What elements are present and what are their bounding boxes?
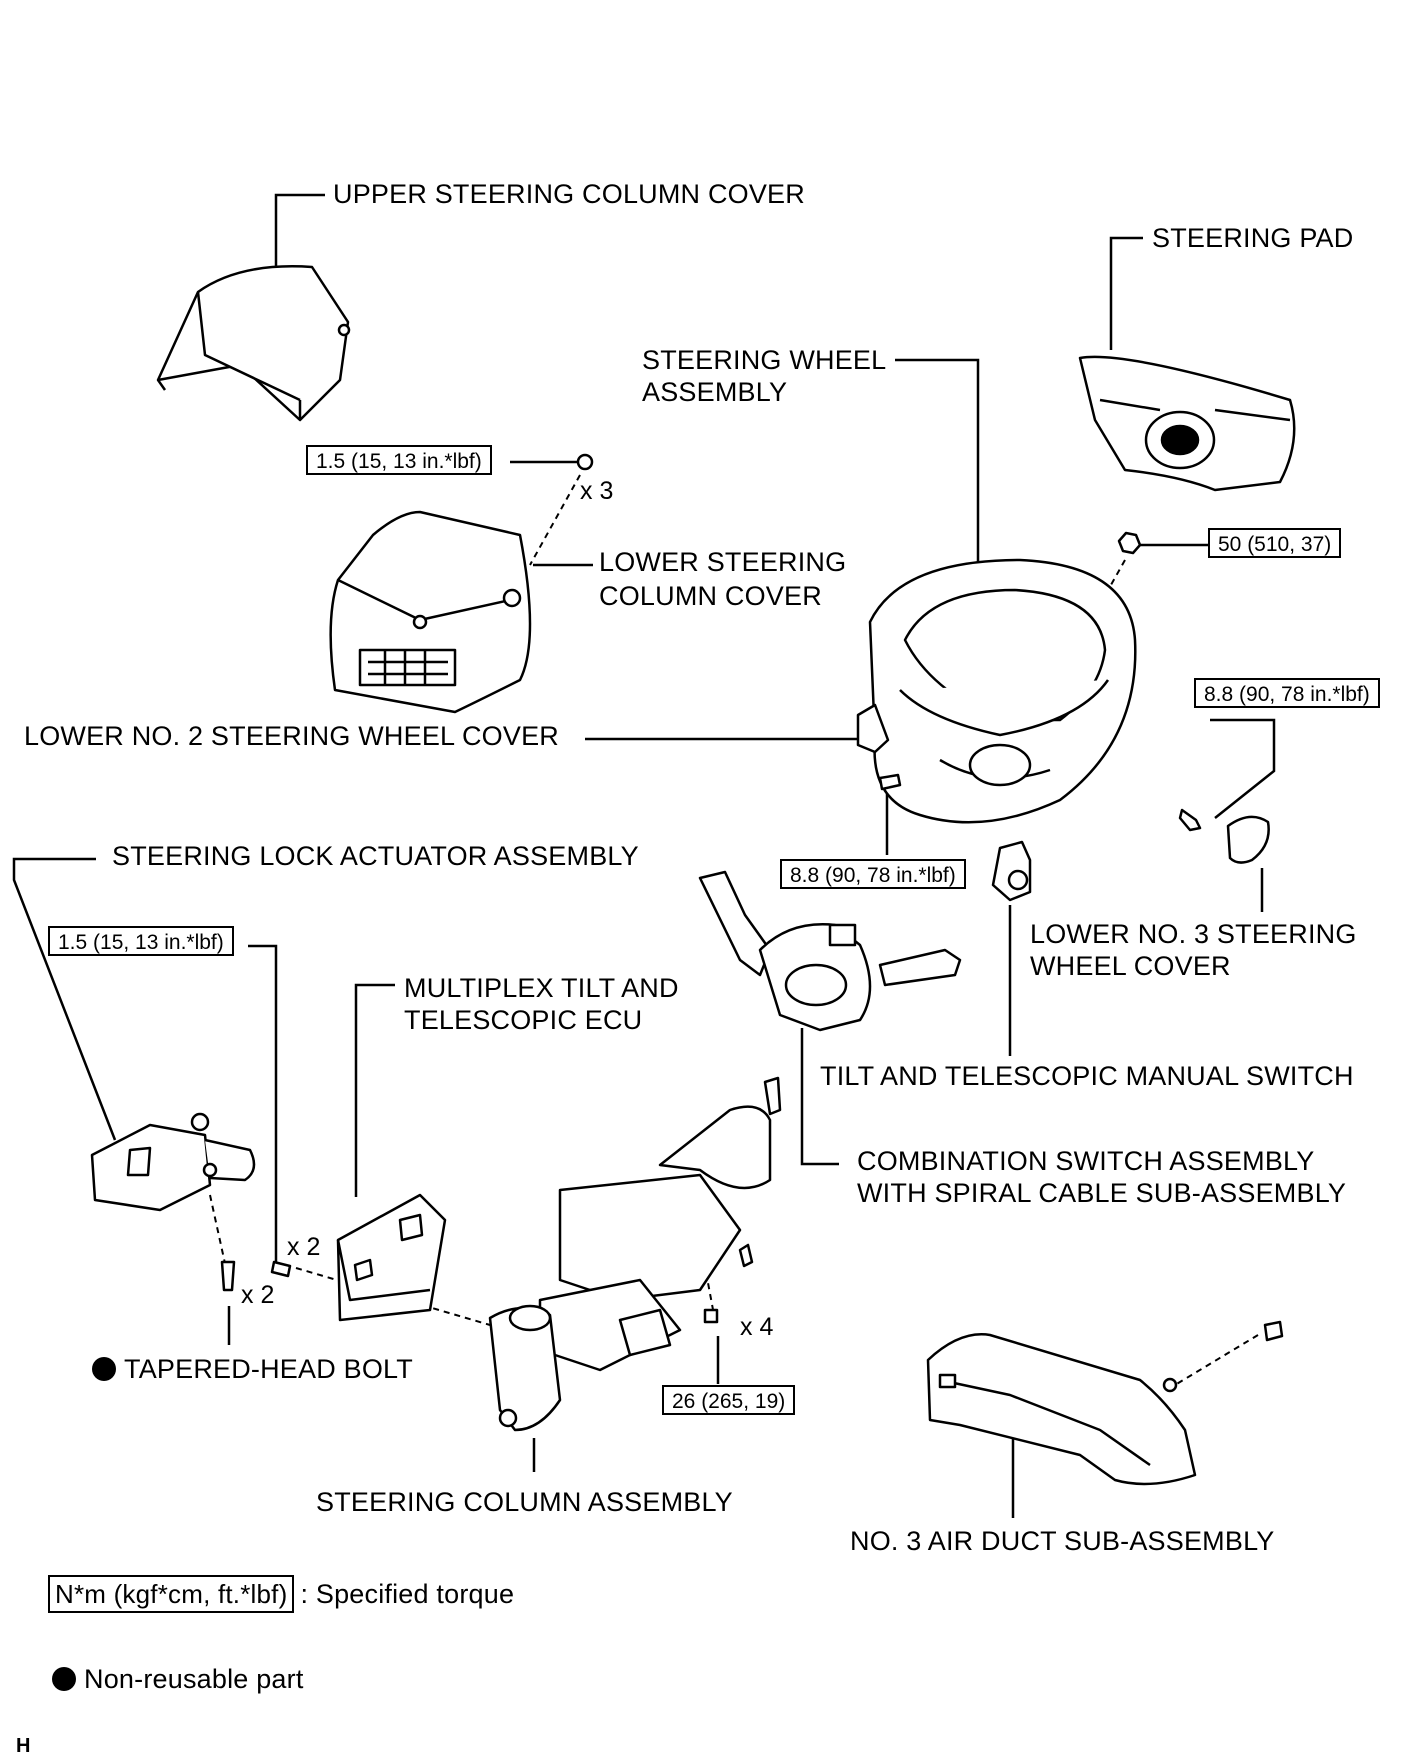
lock-screw-part (270, 1260, 292, 1278)
leader-upper-cover (274, 193, 325, 287)
label-steering-column-assembly: STEERING COLUMN ASSEMBLY (316, 1487, 733, 1517)
right-screw-part (1178, 808, 1202, 832)
combination-switch-part (698, 870, 962, 1032)
multiplex-ecu-part (336, 1193, 447, 1322)
steering-lock-actuator-part (90, 1112, 256, 1212)
upper-screw-part (576, 453, 594, 471)
mult-tapered-bolt: x 2 (241, 1281, 275, 1309)
steering-column-part (488, 1076, 782, 1432)
center-screw-part (878, 773, 902, 791)
steering-pad-part (1078, 355, 1296, 492)
leader-combo-switch (800, 1028, 839, 1166)
upper-column-cover-part (156, 265, 351, 422)
lower-no2-cover-part (856, 703, 890, 754)
tapered-bolt-part (220, 1260, 236, 1292)
leader-lock-actuator (12, 857, 117, 1141)
label-no3-air-duct: NO. 3 AIR DUCT SUB-ASSEMBLY (850, 1526, 1275, 1556)
label-steering-pad: STEERING PAD (1152, 223, 1354, 253)
torque-center-screw: 8.8 (90, 78 in.*lbf) (780, 859, 966, 889)
torque-lock-screw: 1.5 (15, 13 in.*lbf) (48, 926, 234, 956)
manual-switch-part (991, 840, 1032, 902)
torque-right-screw: 8.8 (90, 78 in.*lbf) (1194, 678, 1380, 708)
legend-torque-text: : Specified torque (300, 1579, 515, 1609)
torque-wheel-nut: 50 (510, 37) (1208, 528, 1342, 558)
label-tilt-telescopic-manual-switch: TILT AND TELESCOPIC MANUAL SWITCH (820, 1061, 1354, 1091)
label-upper-steering-column-cover: UPPER STEERING COLUMN COVER (333, 179, 805, 209)
leader-steering-pad (1109, 236, 1143, 350)
label-multiplex-tilt-ecu-1: MULTIPLEX TILT AND (404, 973, 679, 1003)
duct-bolt-part (1263, 1320, 1284, 1342)
leader-lock-torque (248, 944, 278, 1268)
nonreusable-dot-icon (92, 1357, 116, 1381)
label-steering-wheel-assembly-1: STEERING WHEEL (642, 345, 887, 375)
label-lower-steering-column-cover-2: COLUMN COVER (599, 581, 822, 611)
dash-lock-bolt (209, 1194, 227, 1269)
lower-column-cover-part (329, 510, 532, 714)
dash-upper-screw (529, 474, 581, 566)
label-steering-wheel-assembly-2: ASSEMBLY (642, 377, 788, 407)
nonreusable-legend-dot-icon (52, 1667, 76, 1691)
air-duct-part (926, 1333, 1197, 1486)
wheel-nut-part (1117, 531, 1142, 555)
label-combination-switch-2: WITH SPIRAL CABLE SUB-ASSEMBLY (857, 1178, 1347, 1208)
leader-right-screw (1210, 718, 1276, 819)
legend-torque: N*m (kgf*cm, ft.*lbf): Specified torque (48, 1575, 514, 1613)
mult-column-nut: x 4 (740, 1313, 774, 1341)
mult-upper-screw: x 3 (580, 477, 614, 505)
label-multiplex-tilt-ecu-2: TELESCOPIC ECU (404, 1005, 643, 1035)
legend-nonreusable-text: Non-reusable part (84, 1664, 304, 1694)
label-tapered-head-bolt: TAPERED-HEAD BOLT (92, 1353, 413, 1385)
leader-wheel-assembly (895, 358, 980, 575)
label-lower-no3-steering-wheel-cover-1: LOWER NO. 3 STEERING (1030, 919, 1357, 949)
label-combination-switch-1: COMBINATION SWITCH ASSEMBLY (857, 1146, 1315, 1176)
leader-ecu (354, 983, 395, 1197)
label-lower-no3-steering-wheel-cover-2: WHEEL COVER (1030, 951, 1231, 981)
legend-torque-box: N*m (kgf*cm, ft.*lbf) (48, 1575, 295, 1613)
dash-duct-bolt (1174, 1334, 1259, 1386)
corner-mark: H (16, 1735, 31, 1757)
torque-upper-screw: 1.5 (15, 13 in.*lbf) (306, 445, 492, 475)
steering-wheel-part (868, 558, 1137, 824)
label-lower-steering-column-cover-1: LOWER STEERING (599, 547, 847, 577)
mult-ecu-screw: x 2 (287, 1233, 321, 1261)
torque-column-nut: 26 (265, 19) (662, 1385, 796, 1415)
label-steering-lock-actuator-assembly: STEERING LOCK ACTUATOR ASSEMBLY (112, 841, 639, 871)
legend-nonreusable: Non-reusable part (52, 1663, 304, 1695)
lower-no3-cover-part (1226, 815, 1270, 864)
tapered-head-bolt-text: TAPERED-HEAD BOLT (124, 1354, 413, 1384)
label-lower-no2-steering-wheel-cover: LOWER NO. 2 STEERING WHEEL COVER (24, 721, 559, 751)
